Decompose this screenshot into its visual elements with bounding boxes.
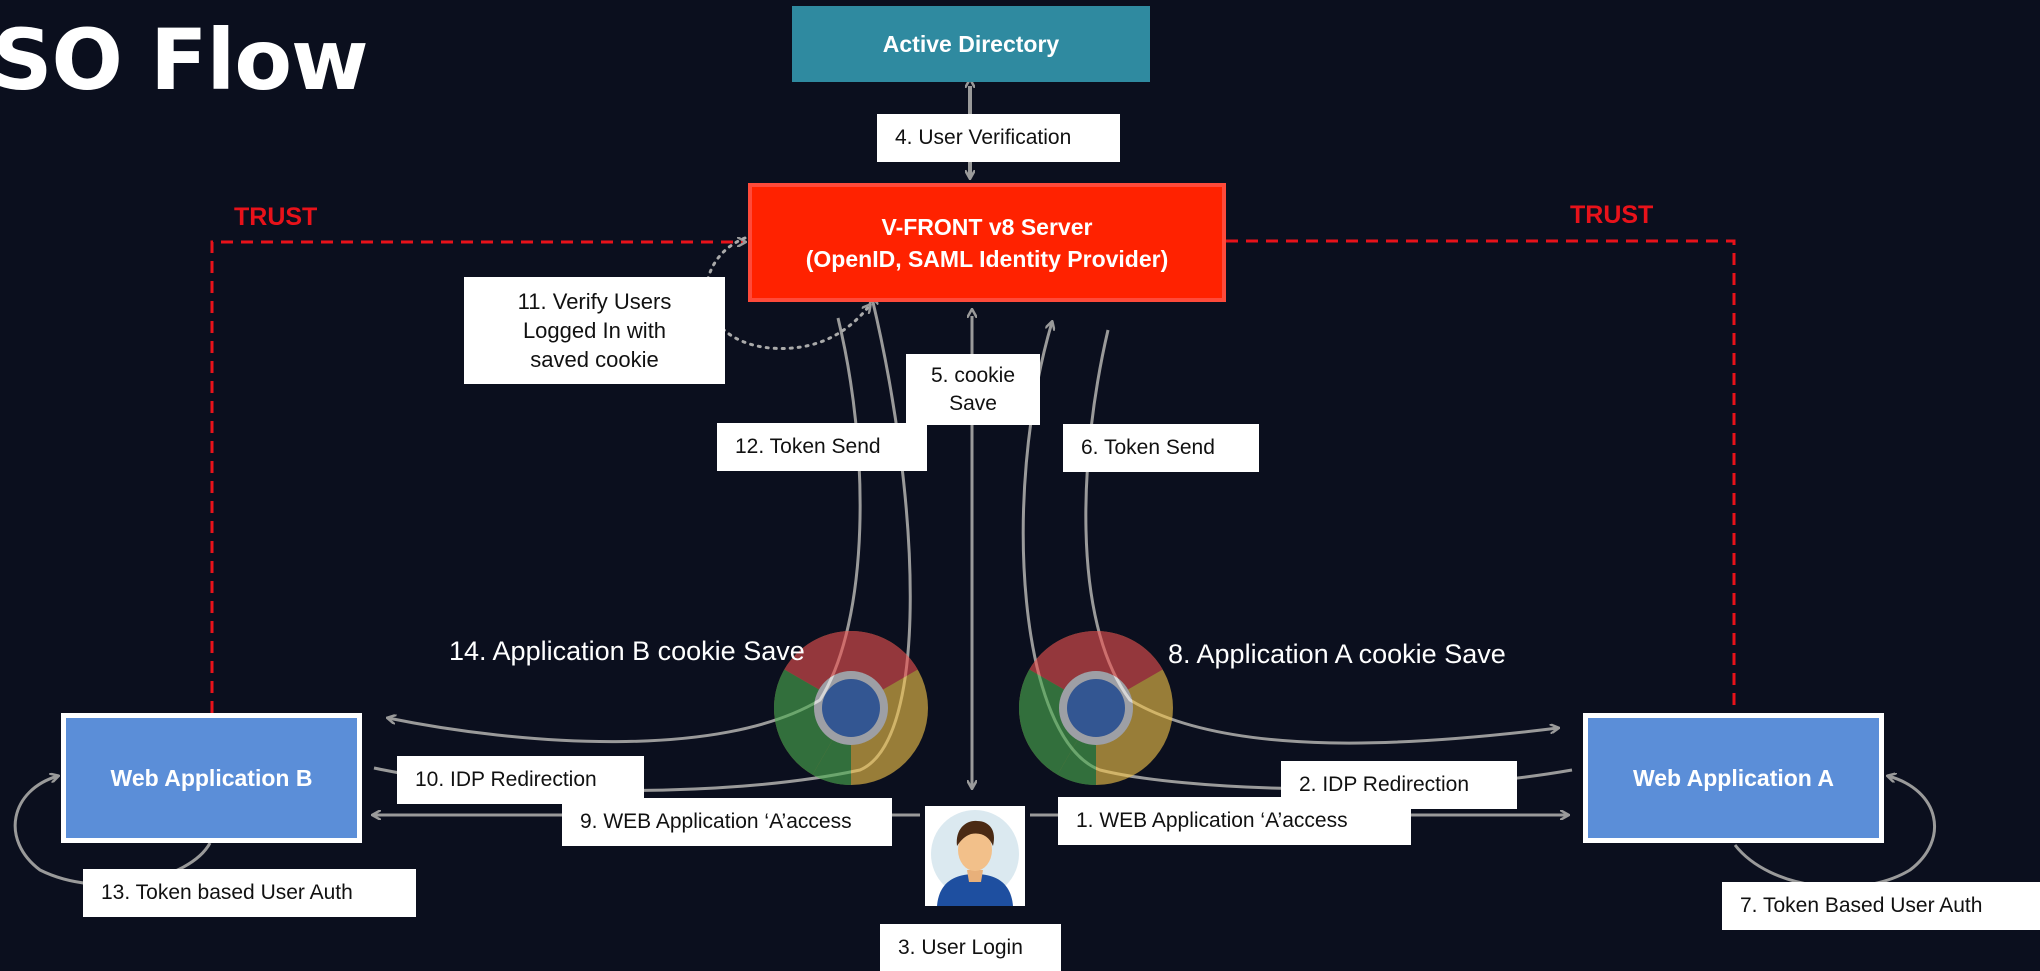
step-6-label: 6. Token Send — [1063, 424, 1259, 472]
user-avatar-icon — [925, 806, 1025, 906]
trust-line-left — [210, 242, 745, 713]
step-7-label: 7. Token Based User Auth — [1722, 882, 2040, 930]
step-1-label: 1. WEB Application ‘A’access — [1058, 797, 1411, 845]
arrow-step-7 — [1733, 776, 1936, 889]
step-11-label: 11. Verify Users Logged In with saved co… — [464, 277, 725, 384]
step-11-line-3: saved cookie — [530, 347, 659, 372]
user-avatar-graphic — [931, 810, 1019, 906]
web-application-a-node: Web Application A — [1583, 713, 1884, 843]
web-application-b-node: Web Application B — [61, 713, 362, 843]
trust-label-right: TRUST — [1570, 201, 1654, 229]
step-3-label: 3. User Login — [880, 924, 1061, 971]
step-4-label: 4. User Verification — [877, 114, 1120, 162]
chrome-browser-icon — [1018, 631, 1173, 785]
step-5-label: 5. cookie Save — [906, 354, 1040, 425]
chrome-browser-icon — [773, 631, 928, 785]
active-directory-node: Active Directory — [792, 6, 1150, 82]
step-10-label: 10. IDP Redirection — [397, 756, 644, 804]
step-14-label: 14. Application B cookie Save — [449, 636, 805, 666]
step-11-line-2: Logged In with — [522, 318, 667, 343]
step-5-line-1: 5. cookie — [930, 363, 1016, 387]
step-11-line-1: 11. Verify Users — [517, 289, 672, 314]
trust-line-right — [1226, 239, 1736, 713]
step-9-label: 9. WEB Application ‘A’access — [562, 798, 892, 846]
step-8-label: 8. Application A cookie Save — [1168, 639, 1506, 669]
step-12-label: 12. Token Send — [717, 423, 927, 471]
trust-label-left: TRUST — [234, 203, 318, 231]
page-title: SO Flow — [0, 11, 369, 109]
server-title: V-FRONT v8 Server — [881, 213, 1093, 240]
arrow-step-11 — [704, 236, 870, 350]
step-13-label: 13. Token based User Auth — [83, 869, 416, 917]
idp-server-node: V-FRONT v8 Server (OpenID, SAML Identity… — [748, 183, 1226, 302]
server-subtitle: (OpenID, SAML Identity Provider) — [805, 245, 1169, 272]
step-5-line-2: Save — [949, 391, 997, 415]
